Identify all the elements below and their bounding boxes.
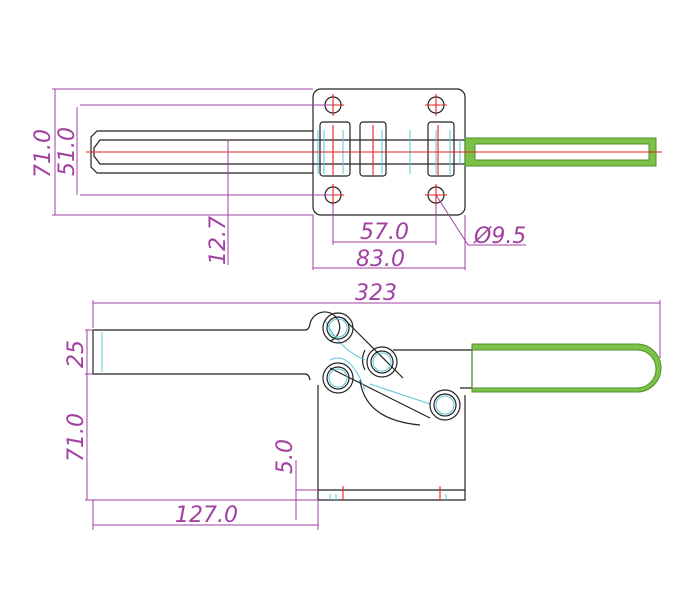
handle-grip bbox=[464, 137, 657, 167]
handle-grip-side bbox=[471, 343, 662, 393]
dim-5: 5.0 bbox=[273, 439, 298, 474]
dim-323: 323 bbox=[355, 281, 397, 306]
top-dimensions: 71.0 51.0 12.7 57.0 83.0 Ø9.5 bbox=[31, 88, 526, 272]
dim-51: 51.0 bbox=[55, 127, 80, 176]
top-view: 71.0 51.0 12.7 57.0 83.0 Ø9.5 bbox=[31, 88, 662, 272]
body bbox=[317, 317, 466, 501]
dim-57: 57.0 bbox=[360, 220, 409, 245]
pivot-pins bbox=[322, 312, 461, 421]
dim-71-top: 71.0 bbox=[31, 129, 56, 178]
dim-83: 83.0 bbox=[356, 247, 405, 272]
dim-12-7: 12.7 bbox=[206, 216, 231, 265]
clamp-arm-side bbox=[92, 311, 341, 381]
side-view: 323 25 71.0 5.0 127.0 bbox=[64, 281, 662, 530]
dim-127: 127.0 bbox=[175, 503, 238, 528]
dim-25: 25 bbox=[64, 340, 89, 368]
pivot-blocks bbox=[313, 121, 465, 177]
dim-71-side: 71.0 bbox=[64, 413, 89, 462]
dim-hole-diameter: Ø9.5 bbox=[473, 224, 526, 249]
side-dimensions: 323 25 71.0 5.0 127.0 bbox=[64, 281, 661, 530]
